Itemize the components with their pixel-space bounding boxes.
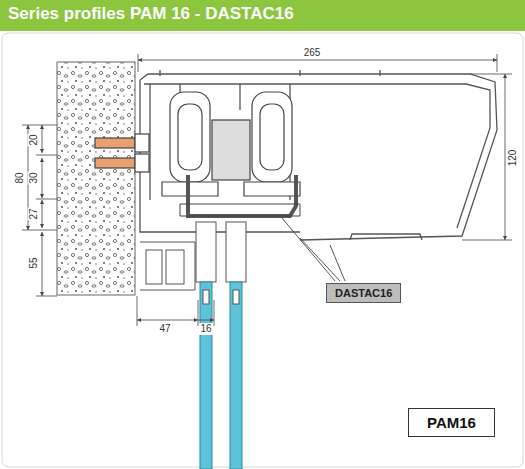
wall-frame-profile — [140, 242, 195, 290]
track — [180, 204, 300, 216]
dimension-label: 120 — [507, 149, 519, 168]
dimension-label: 265 — [303, 47, 322, 59]
dimension-label: 16 — [199, 323, 212, 335]
series-box: PAM16 — [408, 408, 495, 437]
roller-carriage — [162, 92, 300, 196]
dimension-label: 20 — [28, 133, 40, 146]
dimension-label: 27 — [28, 207, 40, 220]
page-title: Series profiles PAM 16 - DASTAC16 — [8, 4, 294, 24]
header-bar — [0, 0, 525, 31]
node-text: DASTAC16 — [335, 287, 392, 299]
anchor-bolt — [95, 134, 149, 172]
concrete-wall — [57, 62, 135, 295]
part-callout-box: DASTAC16 — [326, 283, 401, 303]
dimension-label: 30 — [28, 171, 40, 184]
frame — [2, 33, 523, 467]
dimension-label: 47 — [158, 323, 171, 335]
steel-bracket — [188, 175, 296, 216]
node-text: PAM16 — [427, 414, 476, 431]
dimension-line — [22, 54, 512, 326]
dimension-label: 80 — [14, 171, 26, 184]
glass-panel — [196, 222, 246, 469]
housing-profile — [140, 70, 497, 240]
dimension-label: 55 — [28, 256, 40, 269]
leader-line — [282, 218, 345, 281]
